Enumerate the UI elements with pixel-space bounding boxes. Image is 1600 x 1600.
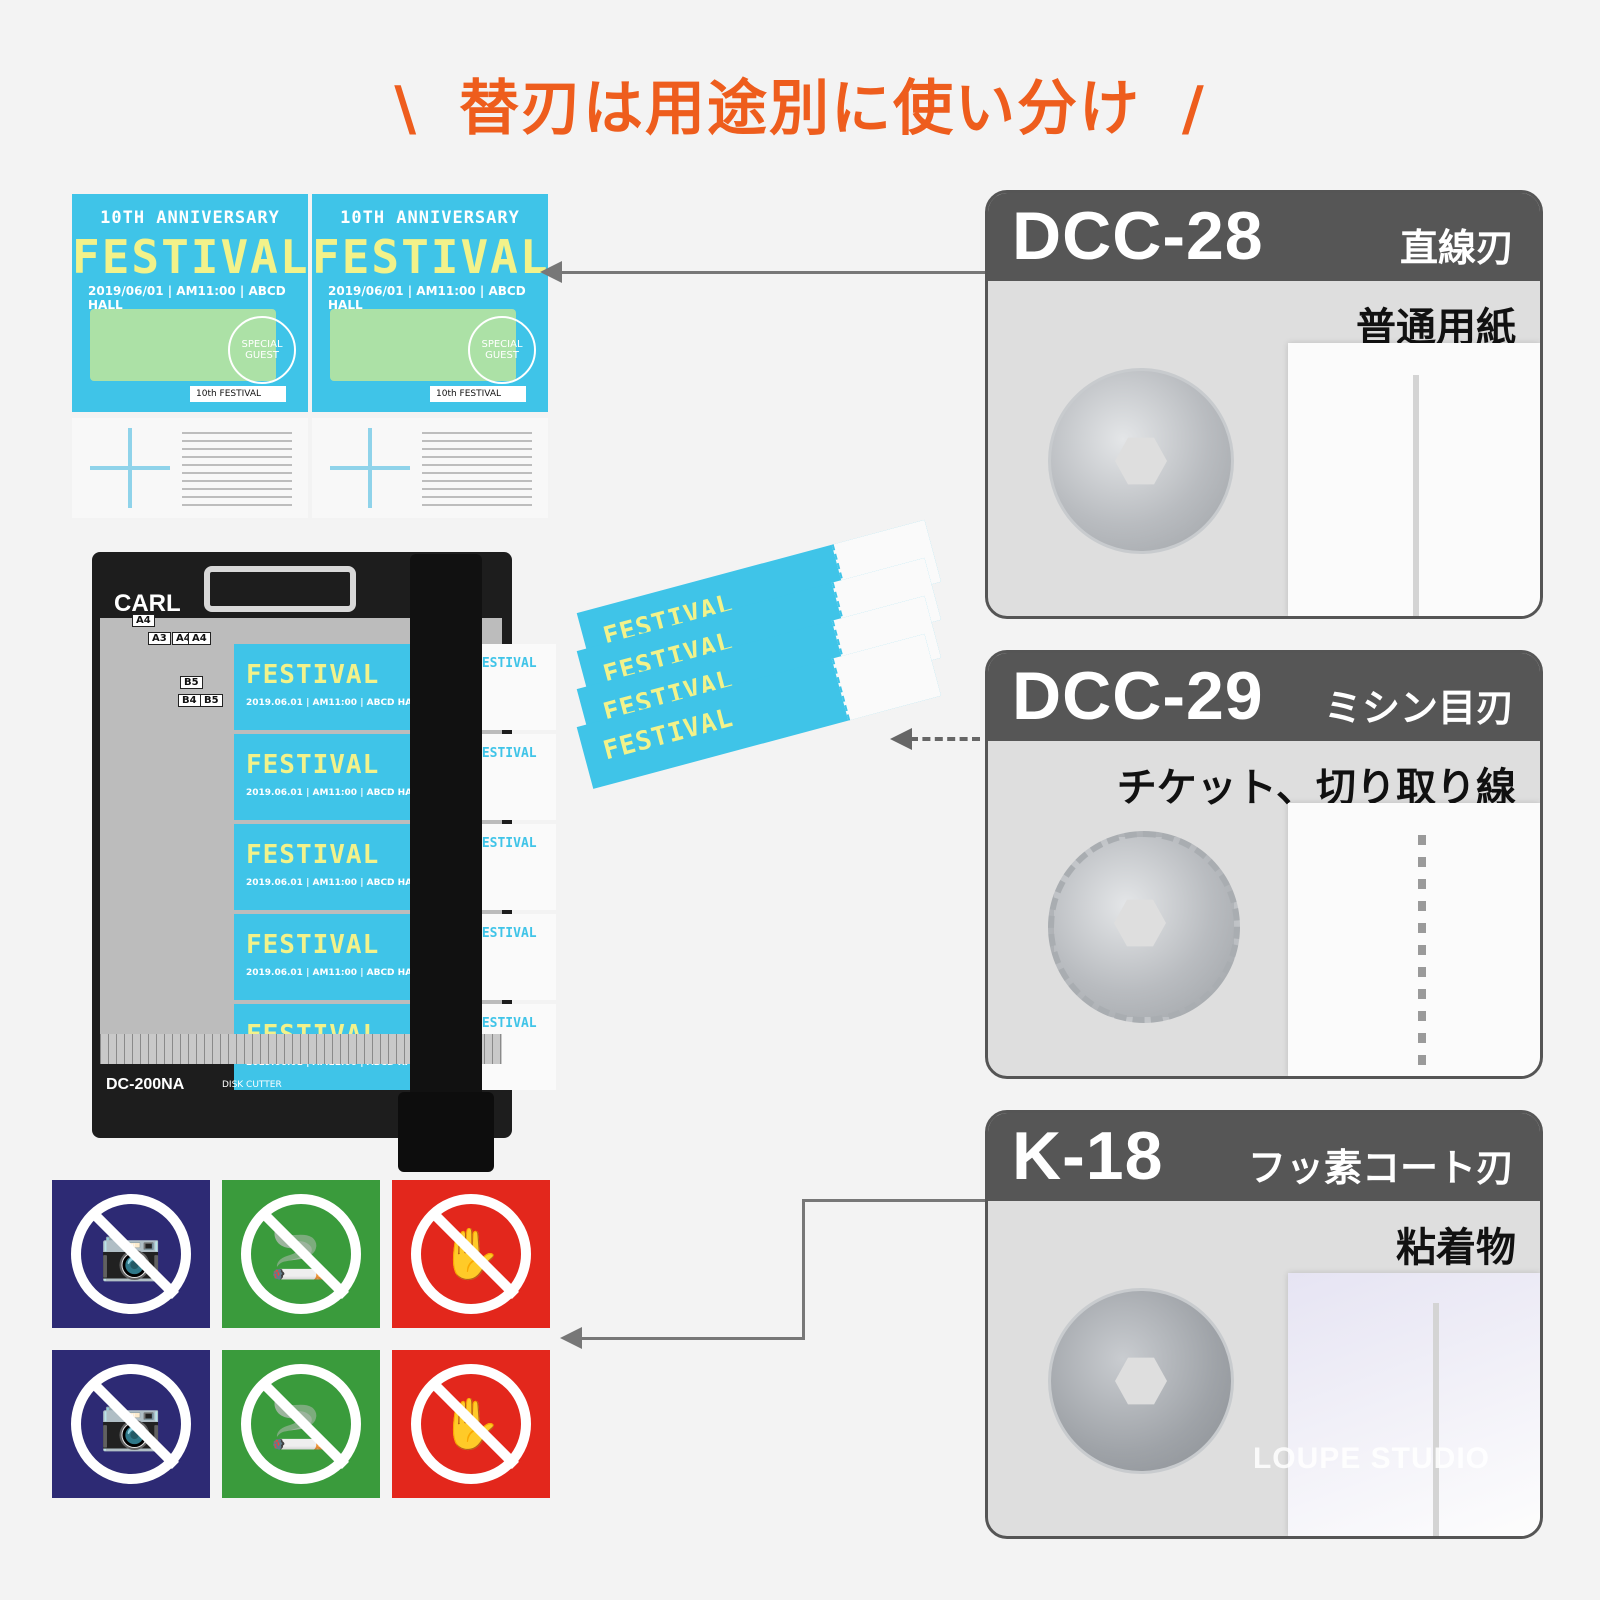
blade-type: フッ素コート刃 [1247,1146,1514,1190]
stub-name: FESTIVAL [474,1016,537,1031]
flyer-strip: 10th FESTIVAL [190,386,286,402]
fine-print [422,432,532,508]
flyer-date: 2019/06/01 | AM11:00 | ABCD HALL [88,284,286,312]
prohibition-ring: ✋ [411,1194,531,1314]
festival-flyer: 10TH ANNIVERSARY FESTIVAL 2019/06/01 | A… [312,194,548,412]
slash-left: \ [394,74,419,144]
card-tab [988,653,1540,741]
blade-type: 直線刃 [1399,226,1514,270]
prohibition-ring: 🚬 [241,1364,361,1484]
flyer-strip: 10th FESTIVAL [430,386,526,402]
title-text: 替刃は用途別に使い分け [459,74,1141,144]
ticket-info: 2019.06.01 | AM11:00 | ABCD HALL [246,878,424,888]
card-tab [988,1113,1540,1201]
size-tag: A4 [132,614,155,627]
festival-flyer: 10TH ANNIVERSARY FESTIVAL 2019/06/01 | A… [72,194,308,412]
card-tab [988,193,1540,281]
ticket-name: FESTIVAL [246,660,380,690]
prohibition-ring: 📷 [71,1364,191,1484]
connector-line [560,271,985,274]
sign-sticker: ✋ [392,1350,550,1498]
ticket-name: FESTIVAL [246,930,380,960]
connector-line [804,1199,985,1202]
watermark: LOUPE STUDIO [1252,1442,1490,1475]
stub-name: FESTIVAL [474,746,537,761]
slash-right: / [1181,74,1206,144]
straight-cut-line [1413,375,1419,616]
blade-use: 粘着物 [1396,1225,1516,1271]
cutter-model: DC-200NA [106,1076,185,1093]
map-illustration [90,428,170,508]
blade-code: K-18 [1012,1118,1164,1194]
stub-name: FESTIVAL [474,836,537,851]
arrow-left-icon [560,1327,582,1349]
stub-name: FESTIVAL [474,926,537,941]
blade-code: DCC-28 [1012,198,1264,274]
ticket-info: 2019.06.01 | AM11:00 | ABCD HALL [246,788,424,798]
flyer-title: FESTIVAL [72,230,310,284]
ticket-info: 2019.06.01 | AM11:00 | ABCD HALL [246,968,424,978]
size-tag: A3 [148,632,171,645]
blade-card-k-18: K-18 フッ素コート刃 粘着物 LOUPE STUDIO [985,1110,1543,1539]
prohibition-ring: 🚬 [241,1194,361,1314]
connector-dashed-line [910,737,980,741]
fluorine-blade-icon [1048,1288,1234,1474]
sign-sticker: 🚬 [222,1180,380,1328]
size-tag: B4 [178,694,201,707]
special-guest-badge: SPECIAL GUEST [468,316,536,384]
paper-sample [1288,803,1540,1076]
straight-blade-icon [1048,368,1234,554]
blade-code: DCC-29 [1012,658,1264,734]
blade-type: ミシン目刃 [1323,686,1514,730]
connector-line [802,1199,805,1339]
size-tag: B5 [180,676,203,689]
sign-sticker: 🚬 [222,1350,380,1498]
ticket-info: 2019.06.01 | AM11:00 | ABCD HALL [246,698,424,708]
sign-sticker: 📷 [52,1180,210,1328]
fine-print [182,432,292,508]
flyer-date: 2019/06/01 | AM11:00 | ABCD HALL [328,284,526,312]
hex-hole [1115,1357,1167,1405]
cutter-handle [204,566,356,612]
hex-hole [1115,437,1167,485]
perforated-line [1418,835,1426,1076]
blade-card-dcc-29: DCC-29 ミシン目刃 チケット、切り取り線 [985,650,1543,1079]
flyer-back [72,418,308,518]
cutter-brand: CARL [114,590,181,617]
hex-hole [1114,899,1166,947]
arrow-left-icon [890,728,912,750]
cutter-slider[interactable] [398,1092,494,1172]
flyer-line1: 10TH ANNIVERSARY [100,208,280,228]
flyer-line1: 10TH ANNIVERSARY [340,208,520,228]
size-tag: A4 [188,632,211,645]
sticker-sample [1288,1273,1540,1536]
flyer-back [312,418,548,518]
ticket-name: FESTIVAL [246,840,380,870]
sign-sticker: 📷 [52,1350,210,1498]
ticket-name: FESTIVAL [246,750,380,780]
prohibition-ring: 📷 [71,1194,191,1314]
connector-line [580,1337,805,1340]
arrow-left-icon [540,261,562,283]
stub-name: FESTIVAL [474,656,537,671]
blade-card-dcc-28: DCC-28 直線刃 普通用紙 [985,190,1543,619]
special-guest-badge: SPECIAL GUEST [228,316,296,384]
prohibition-ring: ✋ [411,1364,531,1484]
flyer-title: FESTIVAL [312,230,550,284]
page-title: \ 替刃は用途別に使い分け / [0,60,1600,147]
cutter-rail[interactable] [410,554,482,1164]
straight-cut-line [1433,1303,1439,1536]
perforation-blade-icon [1048,831,1240,1023]
cutter-subtitle: DISK CUTTER [222,1080,282,1090]
size-tag: B5 [200,694,223,707]
map-illustration [330,428,410,508]
sign-sticker: ✋ [392,1180,550,1328]
